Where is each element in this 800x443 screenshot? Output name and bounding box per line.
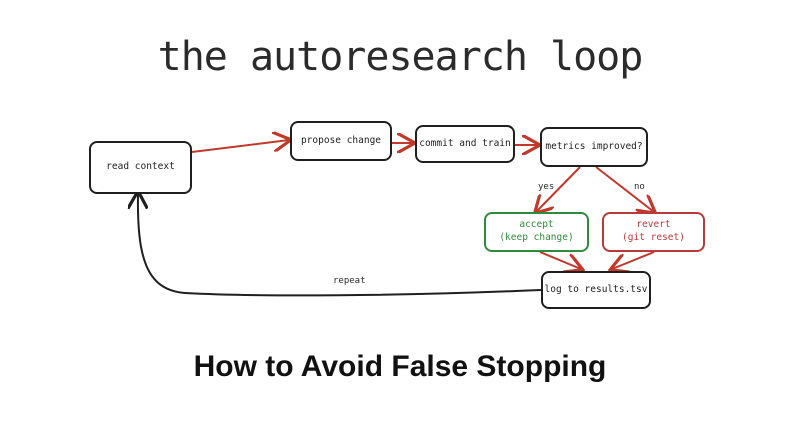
node-metrics-improved-label: metrics improved?: [545, 140, 643, 152]
node-propose-change-label: propose change: [300, 134, 382, 146]
node-accept: accept (keep change): [484, 212, 589, 252]
node-metrics-improved: metrics improved?: [540, 127, 648, 167]
arrow-accept-to-log: [539, 251, 581, 269]
node-accept-label: accept: [519, 219, 554, 231]
node-revert: revert (git reset): [602, 212, 705, 252]
edge-label-repeat: repeat: [333, 276, 366, 286]
node-revert-sublabel: (git reset): [622, 232, 685, 243]
arrow-revert-to-log: [612, 251, 655, 269]
node-log-results-label: log to results.tsv: [544, 283, 648, 295]
node-commit-and-train-label: commit and train: [419, 137, 511, 149]
edge-label-no: no: [634, 182, 645, 192]
caption: How to Avoid False Stopping: [193, 350, 607, 383]
arrow-log-to-read-repeat: [138, 193, 542, 297]
arrow-metrics-to-revert: [595, 166, 654, 212]
node-commit-and-train: commit and train: [415, 125, 515, 163]
node-propose-change: propose change: [290, 121, 392, 161]
node-read-context-label: read context: [106, 161, 175, 173]
node-read-context: read context: [89, 141, 192, 194]
diagram-title: the autoresearch loop: [157, 34, 644, 80]
node-log-results: log to results.tsv: [541, 271, 651, 309]
edge-label-yes: yes: [538, 182, 555, 192]
arrow-metrics-to-accept: [536, 166, 581, 212]
node-revert-label: revert: [636, 219, 671, 231]
arrow-read-to-propose: [191, 140, 289, 153]
node-accept-sublabel: (keep change): [499, 232, 574, 243]
